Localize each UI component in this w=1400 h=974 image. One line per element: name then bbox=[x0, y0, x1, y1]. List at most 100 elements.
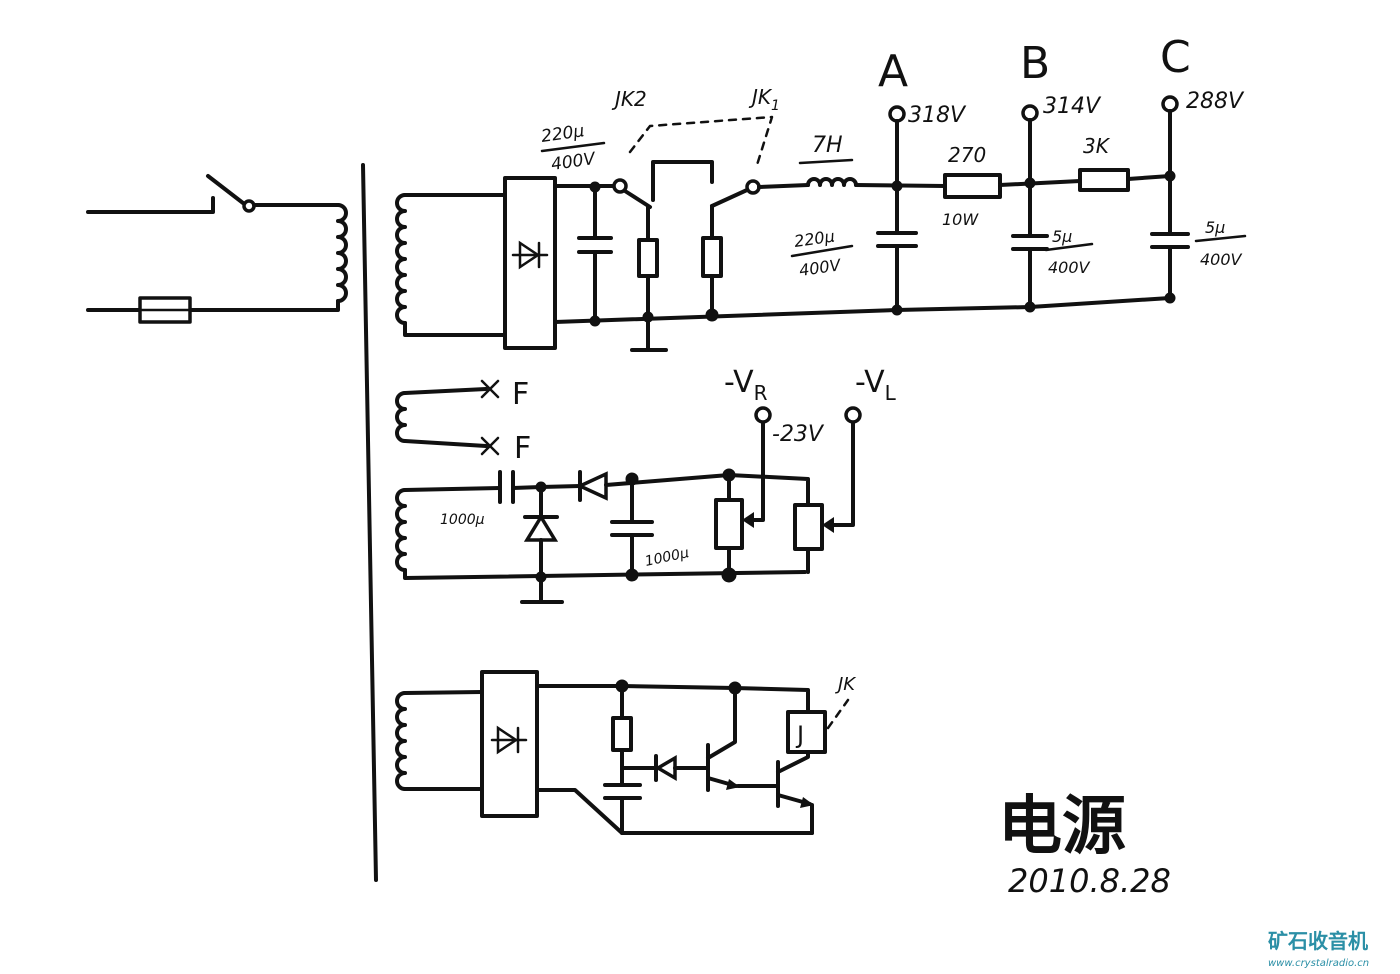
vl-label: -VL bbox=[855, 365, 897, 405]
junction-dot bbox=[721, 567, 737, 583]
hv-bridge-diode-icon bbox=[518, 240, 541, 270]
filament-terminal-x bbox=[480, 379, 500, 399]
relay-link-dashed bbox=[826, 698, 850, 730]
junction-dot bbox=[705, 308, 719, 322]
cap3-voltage: 400V bbox=[1048, 258, 1091, 277]
bias-filter-cap-value: 1000μ bbox=[644, 545, 691, 570]
mains-wire-top bbox=[86, 196, 215, 214]
soft-start-resistor bbox=[637, 238, 659, 278]
choke-inductor bbox=[806, 177, 858, 187]
transformer-core bbox=[361, 163, 378, 882]
junction-dot bbox=[589, 315, 601, 327]
cap2-value: 220μ bbox=[793, 226, 836, 250]
diagram-date: 2010.8.28 bbox=[1008, 862, 1171, 900]
bleeder-resistor bbox=[701, 236, 723, 278]
tap-a-label: A bbox=[878, 46, 908, 97]
power-switch-blade bbox=[206, 174, 245, 205]
filament-winding bbox=[395, 391, 407, 443]
junction-dot bbox=[891, 304, 903, 316]
pot-l bbox=[793, 503, 824, 551]
junction-dot bbox=[535, 571, 547, 583]
filament-label-top: F bbox=[512, 377, 529, 412]
junction-dot bbox=[642, 311, 654, 323]
junction-dot bbox=[625, 568, 639, 582]
bias-series-diode-icon bbox=[575, 471, 608, 501]
tap-b-terminal bbox=[1021, 104, 1039, 122]
resistor-3k-value: 3K bbox=[1083, 134, 1111, 158]
filament-terminal-x bbox=[480, 436, 500, 456]
tap-b-label: B bbox=[1020, 38, 1050, 89]
bias-voltage-label: -23V bbox=[772, 422, 825, 447]
cap3-value: 5μ bbox=[1052, 227, 1072, 246]
hv-supply: 220μ 400V JK2 JK1 7H 270 10W bbox=[395, 32, 1247, 352]
resistor-270 bbox=[943, 173, 1002, 199]
bias-wire-top bbox=[403, 486, 502, 492]
pot-r bbox=[714, 498, 744, 550]
tap-b-voltage: 314V bbox=[1043, 94, 1102, 119]
cap1-voltage: 400V bbox=[550, 149, 598, 175]
watermark-text: 矿石收音机 bbox=[1268, 929, 1368, 953]
mains-input bbox=[86, 174, 348, 324]
junction-dot bbox=[1024, 301, 1036, 313]
filament-label-bottom: F bbox=[514, 431, 531, 466]
relay-armature-bracket bbox=[651, 160, 714, 202]
jk1-label: JK1 bbox=[748, 85, 780, 114]
cap4-voltage: 400V bbox=[1200, 250, 1243, 269]
relay-bridge-diode-icon bbox=[496, 725, 519, 755]
transistor-2-collector bbox=[776, 750, 810, 774]
hv-rail-top-3 bbox=[998, 179, 1082, 187]
tap-a-voltage: 318V bbox=[908, 103, 967, 128]
mains-wire-bottom bbox=[86, 299, 340, 312]
junction-dot bbox=[891, 180, 903, 192]
tap-c-voltage: 288V bbox=[1186, 89, 1245, 114]
relay-coil-label: J bbox=[795, 721, 804, 749]
junction-dot bbox=[1024, 177, 1036, 189]
relay-winding-wire-top bbox=[403, 690, 484, 695]
resistor-3k bbox=[1078, 168, 1130, 192]
bias-supply: 1000μ 1000μ -VR -23V bbox=[395, 365, 897, 604]
cap4-value: 5μ bbox=[1205, 218, 1225, 237]
pot-l-wiper bbox=[828, 420, 855, 527]
hv-bridge-rectifier bbox=[503, 176, 557, 350]
vr-label: -VR bbox=[724, 365, 768, 405]
vr-terminal bbox=[754, 406, 772, 424]
bias-cap-in-value: 1000μ bbox=[440, 512, 485, 528]
junction-dot bbox=[589, 181, 601, 193]
tap-a-terminal bbox=[888, 105, 906, 123]
junction-dot bbox=[1164, 170, 1176, 182]
filament-supply: F F bbox=[395, 377, 531, 466]
hv-rail-ground bbox=[553, 296, 1172, 324]
bias-wire bbox=[539, 484, 582, 489]
tap-c-terminal bbox=[1161, 95, 1179, 113]
filament-wire-top bbox=[403, 387, 488, 395]
cap2-voltage: 400V bbox=[798, 255, 843, 280]
transistor-1-collector bbox=[706, 686, 737, 760]
choke-core bbox=[798, 158, 854, 165]
choke-value: 7H bbox=[812, 133, 843, 158]
pot-l-wiper-arrow-icon bbox=[822, 517, 834, 533]
resistor-270-power: 10W bbox=[942, 210, 979, 229]
relay-rail-bottom bbox=[535, 788, 814, 835]
resistor-270-value: 270 bbox=[948, 143, 986, 167]
jk2-contact bbox=[612, 178, 628, 194]
junction-dot bbox=[1164, 292, 1176, 304]
relay-bridge-rectifier bbox=[480, 670, 539, 818]
cap2-label-divider bbox=[790, 244, 854, 258]
filament-wire-bottom bbox=[403, 439, 488, 448]
hv-rail-top-4 bbox=[1126, 174, 1172, 181]
relay-winding bbox=[395, 691, 407, 791]
relay-supply: J JK bbox=[395, 670, 856, 835]
relay-label: JK bbox=[835, 674, 856, 695]
bias-winding bbox=[395, 488, 407, 572]
tap-c-label: C bbox=[1160, 32, 1191, 83]
cap3-label-divider bbox=[1044, 242, 1094, 252]
relay-rail-top bbox=[535, 684, 810, 714]
jk2-blade bbox=[623, 189, 652, 209]
relay-coil bbox=[786, 710, 827, 754]
relay-link-dashed bbox=[628, 115, 774, 167]
watermark-url: www.crystalradio.cn bbox=[1268, 958, 1369, 969]
hv-secondary-wire-bottom bbox=[403, 321, 507, 337]
cap4-label-divider bbox=[1194, 234, 1247, 243]
pot-l-lead bbox=[727, 473, 810, 507]
